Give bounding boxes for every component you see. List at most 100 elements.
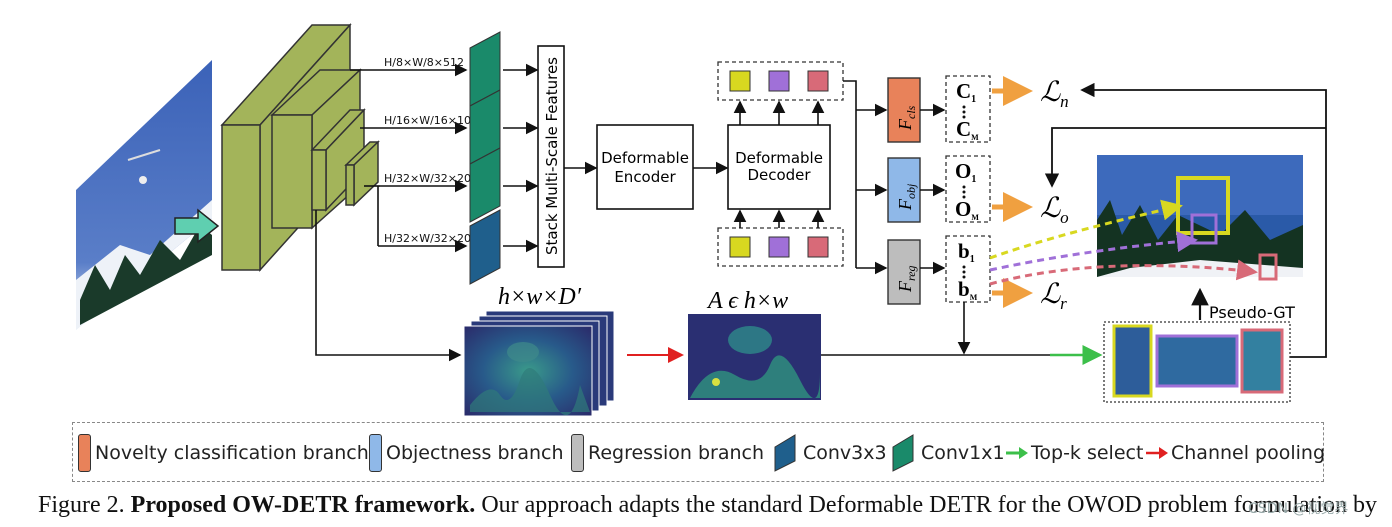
c1-sub: 1: [971, 94, 976, 105]
svg-text:b1: b1: [958, 239, 975, 265]
legend-objectness-swatch: [369, 434, 382, 472]
conv3x3-icon: [774, 434, 796, 472]
query-output-red: [807, 70, 829, 92]
svg-text:bM: bM: [958, 277, 978, 302]
backbone: [220, 23, 380, 272]
decoder-label-2: Decoder: [747, 166, 811, 184]
o1-sub: 1: [971, 174, 976, 185]
svg-text:C1: C1: [956, 79, 976, 105]
svg-text:ℒn: ℒn: [1040, 77, 1069, 111]
om-label: O: [955, 197, 971, 221]
conv1x1-blocks: [469, 31, 501, 223]
legend-novelty-label: Novelty classification branch: [95, 442, 369, 464]
caption-prefix: Figure 2.: [38, 492, 131, 518]
legend-conv1x1: Conv1x1: [891, 433, 1005, 473]
encoder-label-2: Encoder: [614, 168, 676, 186]
top-k-crops-box: [1103, 321, 1291, 403]
cm-label: C: [956, 117, 971, 141]
c1-label: C: [956, 79, 971, 103]
input-queries-box: [717, 227, 844, 267]
f-obj-label: F: [895, 198, 915, 211]
svg-text:ℒr: ℒr: [1040, 279, 1067, 313]
om-sub: M: [971, 213, 979, 222]
loss-n-label: ℒ: [1040, 77, 1061, 108]
decoder-label-1: Deformable: [735, 149, 823, 167]
encoder-label-1: Deformable: [601, 149, 689, 167]
f-reg-label: F: [895, 280, 915, 293]
loss-r-sub: r: [1060, 294, 1067, 313]
legend-regression-swatch: [571, 434, 584, 472]
query-input-red: [807, 236, 829, 258]
figure-caption: Figure 2. Proposed OW-DETR framework. Ou…: [38, 492, 1377, 519]
legend-objectness: Objectness branch: [369, 433, 564, 473]
caption-bold: Proposed OW-DETR framework.: [130, 492, 476, 518]
svg-text:Fcls: Fcls: [895, 105, 918, 131]
legend-objectness-label: Objectness branch: [386, 442, 564, 464]
legend-channel-pooling-label: Channel pooling: [1171, 442, 1326, 464]
cm-sub: M: [971, 133, 979, 142]
conv3x3-block: [469, 209, 501, 285]
stack-features-box: [537, 45, 565, 268]
deformable-decoder: [727, 124, 831, 210]
input-image: [76, 60, 212, 330]
crop-purple: [1155, 334, 1239, 388]
red-arrow-icon: [1146, 447, 1168, 459]
feature-map-label: h×w×D′: [498, 284, 582, 310]
legend-channel-pooling: Channel pooling: [1145, 433, 1325, 473]
pseudo-gt-to-loss-n: [1080, 82, 1327, 358]
svg-text:Freg: Freg: [895, 265, 918, 293]
loss-o-label: ℒ: [1040, 193, 1061, 224]
legend-novelty-swatch: [78, 434, 91, 472]
loss-o-sub: o: [1060, 208, 1069, 227]
f-cls-label: F: [895, 118, 915, 131]
b1-label: b: [958, 239, 970, 263]
bm-sub: M: [970, 293, 978, 302]
loss-r-label: ℒ: [1040, 279, 1061, 310]
svg-text:O1: O1: [955, 159, 976, 185]
query-output-yellow: [729, 70, 751, 92]
query-input-purple: [768, 236, 790, 258]
pseudo-gt-label: Pseudo-GT: [1209, 303, 1295, 322]
stack-features-label: Stack Multi-Scale Features: [543, 57, 561, 255]
scale-label-1: H/8×W/8×512: [384, 56, 464, 69]
feature-map-stack: [463, 310, 615, 417]
attention-map: [688, 314, 821, 400]
legend-conv3x3: Conv3x3: [773, 433, 887, 473]
class-output-box: [945, 75, 991, 143]
legend-topk: Top-k select: [1005, 433, 1143, 473]
b1-sub: 1: [970, 254, 975, 265]
query-input-yellow: [729, 236, 751, 258]
attention-map-label: A ϵ h×w: [706, 288, 788, 314]
crop-red: [1240, 328, 1284, 394]
svg-text:OM: OM: [955, 197, 979, 222]
svg-text:ℒo: ℒo: [1040, 193, 1069, 227]
o1-label: O: [955, 159, 971, 183]
objectness-output-box: [945, 155, 991, 223]
watermark: CSDN @视觉界: [1248, 501, 1349, 517]
svg-text:CM: CM: [956, 117, 979, 142]
loss-n-sub: n: [1060, 92, 1069, 111]
legend-conv1x1-label: Conv1x1: [921, 442, 1005, 464]
legend-conv3x3-label: Conv3x3: [803, 442, 887, 464]
regression-head: [887, 239, 921, 305]
pseudo-gt-image: [1097, 155, 1303, 281]
diagram: H/8×W/8×512 H/16×W/16×1024 H/32×W/32×204…: [76, 23, 1327, 417]
green-arrow-icon: [1006, 447, 1028, 459]
legend-topk-label: Top-k select: [1031, 442, 1144, 464]
pseudo-gt-to-loss-o: [1044, 127, 1326, 188]
legend-novelty: Novelty classification branch: [78, 433, 369, 473]
caption-rest: Our approach adapts the standard Deforma…: [475, 492, 1378, 518]
legend-regression-label: Regression branch: [588, 442, 765, 464]
input-arrow: [174, 208, 220, 244]
conv1x1-icon: [892, 434, 914, 472]
legend-regression: Regression branch: [571, 433, 764, 473]
f-obj-sub: obj: [904, 183, 918, 199]
query-output-purple: [768, 70, 790, 92]
f-cls-sub: cls: [904, 105, 918, 119]
deformable-encoder: [596, 124, 694, 210]
legend: Novelty classification branch Objectness…: [72, 422, 1325, 482]
f-reg-sub: reg: [904, 265, 918, 281]
crop-yellow: [1112, 324, 1153, 398]
bm-label: b: [958, 277, 970, 301]
svg-text:Fobj: Fobj: [895, 183, 918, 211]
